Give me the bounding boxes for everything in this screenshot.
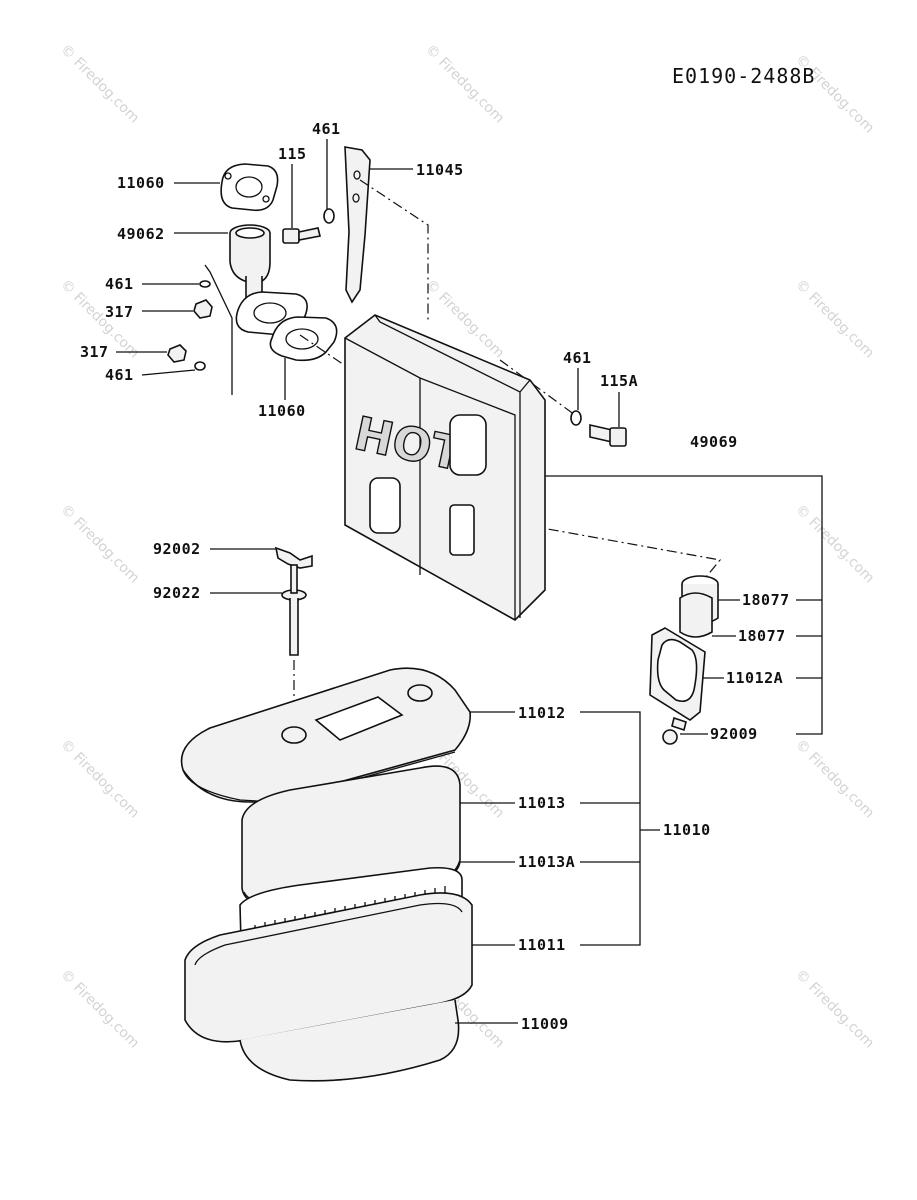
- label-92009: 92009: [710, 725, 758, 743]
- watermark: © Firedog.com: [792, 502, 877, 587]
- watermark: © Firedog.com: [57, 42, 142, 127]
- diagram-code: E0190-2488B: [672, 64, 815, 88]
- cover-11012: [180, 667, 472, 803]
- stud-92022: [281, 564, 307, 656]
- washer-461-b: [194, 361, 206, 371]
- label-11060-top: 11060: [117, 174, 165, 192]
- watermark: © Firedog.com: [792, 737, 877, 822]
- muffler-window: [369, 477, 401, 534]
- label-11011: 11011: [518, 936, 566, 954]
- watermark: © Firedog.com: [422, 42, 507, 127]
- label-461-top: 461: [312, 120, 341, 138]
- label-11009: 11009: [521, 1015, 569, 1033]
- label-11013A: 11013A: [518, 853, 575, 871]
- label-461-right: 461: [563, 349, 592, 367]
- nut-317-b: [167, 344, 187, 363]
- elbow-49062: [229, 224, 271, 301]
- label-115: 115: [278, 145, 307, 163]
- label-49069: 49069: [690, 433, 738, 451]
- label-317-a: 317: [105, 303, 134, 321]
- wing-nut-92002: [274, 546, 313, 569]
- nut-317-a: [193, 299, 213, 319]
- bracket-11045: [344, 146, 371, 304]
- bolt-115A: [589, 423, 627, 447]
- watermark: © Firedog.com: [792, 277, 877, 362]
- cover-window: [314, 696, 404, 741]
- label-group: 11060 115 461 11045 49062 461 317 317 46…: [80, 120, 823, 1033]
- watermark: © Firedog.com: [57, 967, 142, 1052]
- label-317-b: 317: [80, 343, 109, 361]
- connector-line: [499, 359, 576, 416]
- screw-92009: [662, 716, 687, 745]
- label-11012: 11012: [518, 704, 566, 722]
- bolt-115: [282, 227, 321, 244]
- connector-line: [469, 514, 722, 583]
- label-11060-bottom: 11060: [258, 402, 306, 420]
- label-11045: 11045: [416, 161, 464, 179]
- washer-461-left: [199, 280, 211, 288]
- connector-line: [359, 179, 429, 320]
- label-18077-b: 18077: [738, 627, 786, 645]
- screen-18077-b: [679, 592, 713, 638]
- muffler-49069: HOT: [344, 314, 546, 621]
- gasket-11060-top: [220, 163, 279, 212]
- base-11009: [184, 892, 473, 1082]
- washer-461-right: [570, 410, 582, 426]
- label-92002: 92002: [153, 540, 201, 558]
- label-18077-a: 18077: [742, 591, 790, 609]
- assembly-line-left: [204, 264, 233, 395]
- watermark: © Firedog.com: [57, 502, 142, 587]
- washer-461-top: [323, 208, 335, 224]
- label-49062: 49062: [117, 225, 165, 243]
- muffler-port: [449, 414, 487, 476]
- watermark: © Firedog.com: [57, 737, 142, 822]
- watermark: © Firedog.com: [792, 967, 877, 1052]
- label-461-b: 461: [105, 366, 134, 384]
- label-11010: 11010: [663, 821, 711, 839]
- label-461-left: 461: [105, 275, 134, 293]
- muffler-outlet: [449, 504, 475, 556]
- label-115A: 115A: [600, 372, 638, 390]
- label-92022: 92022: [153, 584, 201, 602]
- label-11013: 11013: [518, 794, 566, 812]
- plate-11012A: [649, 627, 706, 721]
- gasket-11060-bottom: [269, 316, 338, 362]
- label-11012A: 11012A: [726, 669, 783, 687]
